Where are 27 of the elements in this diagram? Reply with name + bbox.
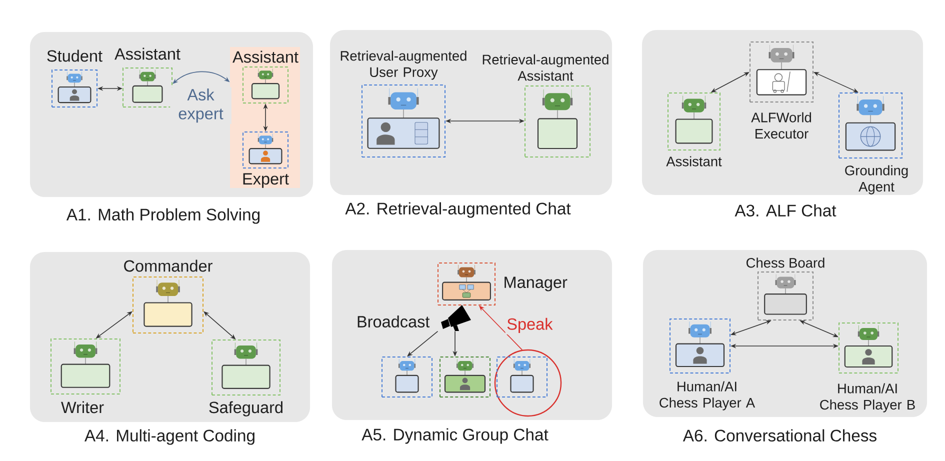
- agent-label: Assistant: [114, 48, 180, 60]
- agent-label: Assistant: [232, 50, 298, 63]
- agent-label: ALFWorld Executor: [751, 112, 812, 139]
- agent-label: Human/AI Chess Player B: [820, 383, 915, 412]
- agent-label: Commander: [124, 260, 212, 272]
- panel-caption: A6. Conversational Chess: [682, 429, 876, 442]
- panel-caption: A2. Retrieval-augmented Chat: [345, 202, 571, 218]
- agent-label: Assistant: [666, 156, 722, 166]
- agent-label: Grounding Agent: [845, 165, 908, 194]
- icon-caption: Broadcast: [358, 316, 430, 328]
- agent-label: Retrieval-augmented User Proxy: [340, 50, 466, 80]
- agent-label: Retrieval-augmented Assistant: [482, 54, 608, 81]
- arrow: [407, 330, 438, 356]
- agent-label: Human/AI Chess Player A: [660, 381, 756, 410]
- agent-label: Manager: [504, 276, 568, 292]
- panel-caption: A3. ALF Chat: [734, 204, 836, 217]
- agent-label: Student: [47, 50, 102, 62]
- agent-label: Expert: [243, 173, 289, 188]
- highlight-circle: [494, 349, 562, 417]
- edge-label: Speak: [505, 316, 554, 334]
- edge-label: Ask expert: [170, 87, 232, 124]
- panel-caption: A4. Multi-agent Coding: [84, 429, 254, 445]
- agent-label: Chess Board: [746, 258, 824, 268]
- agent-label: Safeguard: [209, 401, 282, 416]
- panel-caption: A5. Dynamic Group Chat: [362, 428, 548, 444]
- panel-caption: A1. Math Problem Solving: [66, 208, 260, 224]
- agent-label: Writer: [61, 401, 104, 414]
